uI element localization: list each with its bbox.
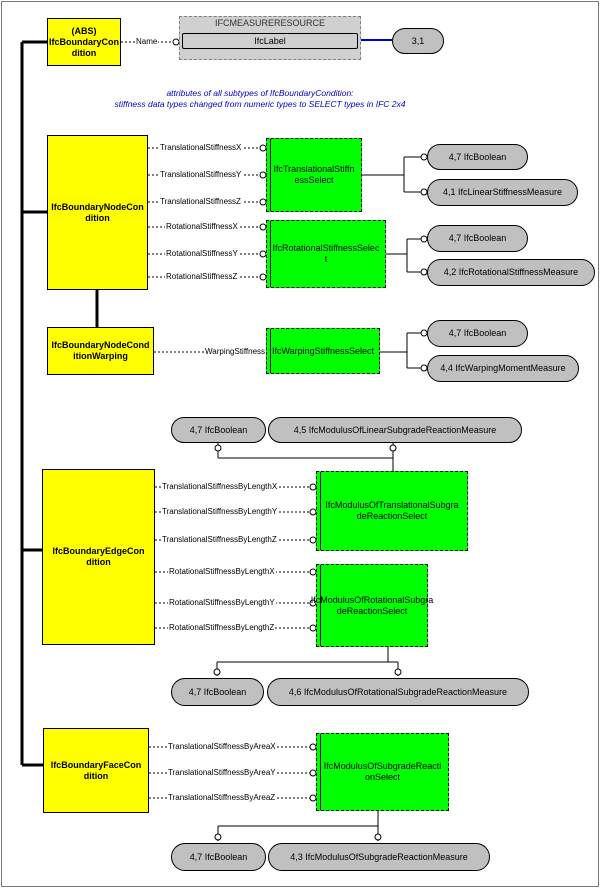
attr-translational-stiffness-y: TranslationalStiffnessY — [159, 170, 243, 180]
attr-translational-stiffness-x: TranslationalStiffnessX — [159, 143, 243, 153]
attr-warping-stiffness: WarpingStiffness — [204, 347, 267, 357]
entity-boundary-condition[interactable]: (ABS) IfcBoundaryCon dition — [47, 18, 121, 66]
select-rotational-stiffness[interactable]: IfcRotationalStiffnessSelec t — [266, 220, 386, 288]
attr-rotational-by-length-x: RotationalStiffnessByLengthX — [168, 567, 276, 577]
attr-rotational-stiffness-y: RotationalStiffnessY — [165, 249, 239, 259]
select-warping-stiffness[interactable]: IfcWarpingStiffnessSelect — [266, 328, 380, 374]
attr-rotational-by-length-y: RotationalStiffnessByLengthY — [168, 598, 276, 608]
pill-subgrade[interactable]: 4,3 IfcModulusOfSubgradeReactionMeasure — [268, 843, 490, 871]
pill-boolean-warping[interactable]: 4,7 IfcBoolean — [427, 320, 528, 347]
attr-translational-by-area-z: TranslationalStiffnessByAreaZ — [167, 793, 277, 803]
entity-boundary-node-condition-warping[interactable]: IfcBoundaryNodeCond itionWarping — [47, 327, 154, 375]
attr-translational-by-length-x: TranslationalStiffnessByLengthX — [161, 482, 279, 492]
entity-boundary-edge-condition[interactable]: IfcBoundaryEdgeCon dition — [42, 469, 155, 645]
attr-translational-by-area-x: TranslationalStiffnessByAreaX — [167, 742, 277, 752]
pill-linear-stiffness[interactable]: 4,1 IfcLinearStiffnessMeasure — [427, 179, 578, 206]
measure-resource-title: IFCMEASURERESOURCE — [214, 18, 325, 28]
attr-translational-by-length-y: TranslationalStiffnessByLengthY — [161, 507, 279, 517]
note-line-1: attributes of all subtypes of IfcBoundar… — [166, 88, 354, 98]
entity-boundary-node-condition[interactable]: IfcBoundaryNodeCon dition — [47, 135, 148, 290]
attr-rotational-by-length-z: RotationalStiffnessByLengthZ — [168, 623, 276, 633]
pill-rotational-stiffness[interactable]: 4,2 IfcRotationalStiffnessMeasure — [427, 259, 595, 286]
entity-boundary-face-condition[interactable]: IfcBoundaryFaceCon dition — [43, 728, 149, 813]
select-modulus-translational-subgrade[interactable]: IfcModulusOfTranslationalSubgra deReacti… — [316, 471, 468, 551]
attr-rotational-stiffness-x: RotationalStiffnessX — [165, 222, 239, 232]
select-translational-stiffness[interactable]: IfcTranslationalStiffn essSelect — [266, 138, 362, 212]
select-modulus-rotational-subgrade[interactable]: IfcModulusOfRotationalSubgra deReactionS… — [311, 564, 433, 647]
pill-boolean-rotational-subgrade[interactable]: 4,7 IfcBoolean — [171, 678, 264, 706]
pill-boolean-subgrade[interactable]: 4,7 IfcBoolean — [171, 843, 266, 871]
pill-linear-subgrade[interactable]: 4,5 IfcModulusOfLinearSubgradeReactionMe… — [268, 417, 522, 443]
measure-resource-box: IFCMEASURERESOURCE IfcLabel — [179, 16, 361, 60]
attr-name: Name — [135, 37, 159, 47]
pill-boolean-linear-subgrade[interactable]: 4,7 IfcBoolean — [171, 417, 266, 443]
measure-resource-attribute: IfcLabel — [182, 33, 358, 49]
pill-boolean-translational[interactable]: 4,7 IfcBoolean — [427, 144, 528, 170]
attr-translational-stiffness-z: TranslationalStiffnessZ — [159, 197, 242, 207]
pill-warping-moment[interactable]: 4,4 IfcWarpingMomentMeasure — [427, 355, 579, 382]
select-modulus-subgrade[interactable]: IfcModulusOfSubgradeReacti onSelect — [316, 733, 449, 811]
note-line-2: stiffness data types changed from numeri… — [114, 99, 406, 109]
attr-rotational-stiffness-z: RotationalStiffnessZ — [165, 272, 239, 282]
pill-boolean-rotational[interactable]: 4,7 IfcBoolean — [427, 225, 528, 252]
pill-ref-label[interactable]: 3,1 — [392, 28, 444, 54]
pill-rotational-subgrade[interactable]: 4,6 IfcModulusOfRotationalSubgradeReacti… — [267, 678, 529, 706]
attr-translational-by-area-y: TranslationalStiffnessByAreaY — [167, 768, 277, 778]
diagram-note: attributes of all subtypes of IfcBoundar… — [90, 88, 430, 110]
attr-translational-by-length-z: TranslationalStiffnessByLengthZ — [161, 535, 278, 545]
